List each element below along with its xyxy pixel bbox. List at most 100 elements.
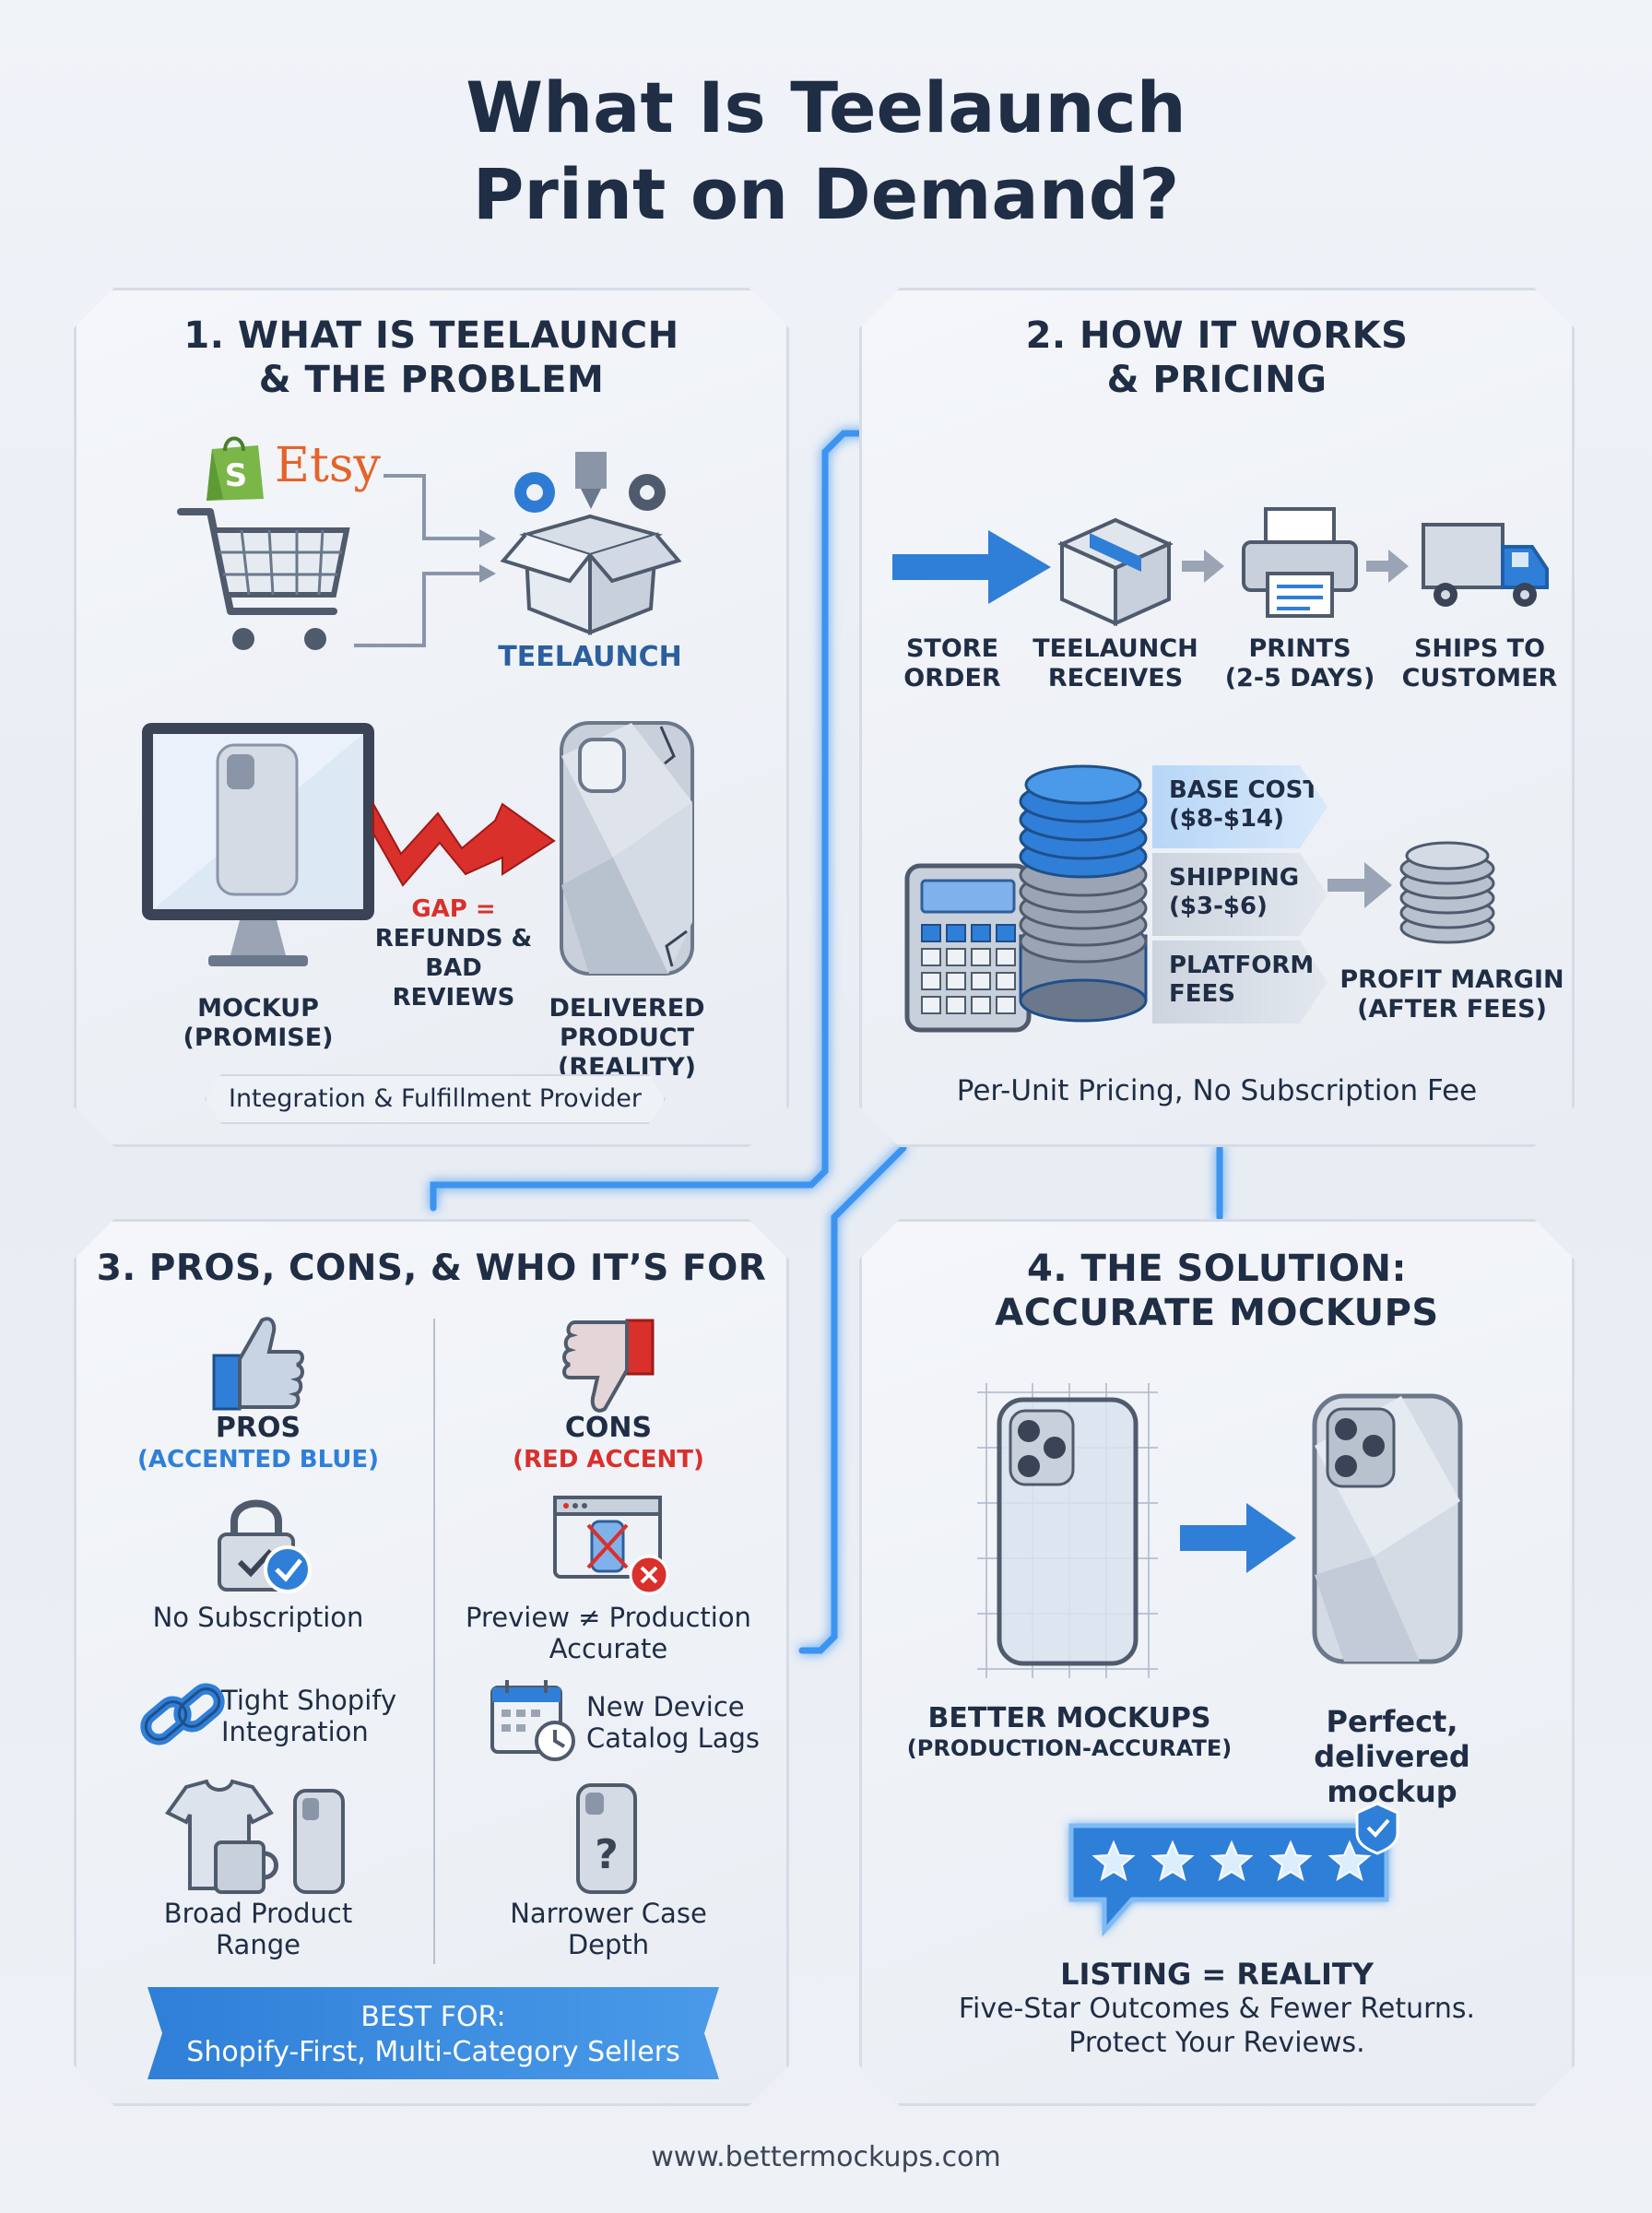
tshirt-mug-phone-icon — [165, 1779, 345, 1894]
small-arrow-2 — [1366, 550, 1409, 583]
panel-pros-cons — [74, 1219, 789, 2106]
best-for-banner: BEST FOR: Shopify-First, Multi-Category … — [148, 1987, 719, 2079]
panel4-title-line2: ACCURATE MOCKUPS — [995, 1292, 1439, 1334]
con3-line1: Narrower Case — [510, 1898, 707, 1929]
cracked-phone-case-icon — [560, 721, 694, 976]
pro2-line2: Integration — [221, 1716, 369, 1747]
profit-coins-icon — [1399, 841, 1495, 944]
step1-line2: ORDER — [903, 664, 1001, 692]
pros-heading: PROS (ACCENTED BLUE) — [111, 1413, 406, 1475]
svg-text:?: ? — [595, 1831, 619, 1878]
monitor-mockup-icon — [142, 723, 374, 966]
gap-zigzag-arrow — [372, 800, 556, 887]
profit-line1: PROFIT MARGIN — [1339, 965, 1564, 994]
step-prints: PRINTS (2-5 DAYS) — [1217, 634, 1383, 693]
pro3-line1: Broad Product — [163, 1898, 353, 1929]
integration-provider-pill: Integration & Fulfillment Provider — [205, 1074, 666, 1124]
delivered-line1: DELIVERED PRODUCT — [549, 994, 705, 1052]
calendar-clock-icon — [490, 1680, 575, 1761]
listing-line1: Five-Star Outcomes & Fewer Returns. — [958, 1993, 1476, 2025]
step-teelaunch-receives: TEELAUNCH RECEIVES — [1028, 634, 1203, 693]
con2-line2: Catalog Lags — [586, 1722, 761, 1754]
mockup-line1: MOCKUP — [197, 994, 319, 1023]
chain-link-icon — [140, 1683, 225, 1746]
step-ships: SHIPS TO CUSTOMER — [1392, 634, 1567, 693]
platform-line1: PLATFORM — [1169, 952, 1315, 979]
delivery-truck-icon — [1422, 523, 1549, 607]
cons-title: CONS — [564, 1412, 653, 1444]
coin-stack-icon — [1019, 764, 1148, 1023]
gap-line3: BAD REVIEWS — [392, 954, 515, 1012]
perfect-line1: Perfect, delivered — [1314, 1704, 1470, 1774]
step-store-order: STORE ORDER — [883, 634, 1021, 693]
panel4-title-line1: 4. THE SOLUTION: — [1027, 1248, 1407, 1290]
cons-heading: CONS (RED ACCENT) — [461, 1413, 756, 1475]
mockup-line2: (PROMISE) — [183, 1024, 334, 1052]
panel1-title-line1: 1. WHAT IS TEELAUNCH — [183, 314, 679, 357]
delivered-label: DELIVERED PRODUCT (REALITY) — [479, 994, 774, 1083]
mockup-label: MOCKUP (PROMISE) — [138, 994, 378, 1053]
panel2-title: 2. HOW IT WORKS & PRICING — [859, 314, 1575, 402]
footer-url[interactable]: www.bettermockups.com — [651, 2141, 1001, 2173]
perfect-mockup-label: Perfect, delivered mockup — [1249, 1704, 1535, 1809]
five-star-rating-badge — [1068, 1802, 1399, 1937]
cons-subtitle: (RED ACCENT) — [513, 1446, 704, 1473]
con-preview-production: Preview ≠ Production Accurate — [452, 1602, 765, 1664]
printer-icon — [1242, 507, 1358, 618]
panel3-title: 3. PROS, CONS, & WHO IT’S FOR — [96, 1248, 767, 1289]
step1-line1: STORE — [905, 634, 999, 663]
panel2-title-line2: & PRICING — [1106, 359, 1328, 401]
pro3-line2: Range — [216, 1929, 301, 1960]
con-catalog-lags: New Device Catalog Lags — [586, 1691, 789, 1754]
calculator-icon — [904, 863, 1032, 1033]
step2-line1: TEELAUNCH — [1032, 634, 1198, 663]
padlock-check-icon — [218, 1499, 312, 1593]
teelaunch-box-gears-icon — [500, 452, 682, 635]
step4-line1: SHIPS TO — [1413, 634, 1546, 663]
step4-line2: CUSTOMER — [1401, 664, 1558, 692]
base-cost-line1: BASE COST — [1169, 776, 1320, 804]
page-title: What Is Teelaunch Print on Demand? — [0, 65, 1652, 238]
flow-arrows-to-teelaunch — [354, 474, 496, 647]
page-title-line2: Print on Demand? — [472, 153, 1180, 235]
pros-title: PROS — [215, 1412, 301, 1444]
shipping-line2: ($3-$6) — [1169, 893, 1268, 920]
pro-no-subscription: No Subscription — [152, 1602, 364, 1633]
step3-line2: (2-5 DAYS) — [1224, 664, 1375, 692]
con3-line2: Depth — [567, 1929, 650, 1960]
profit-margin-label: PROFIT MARGIN (AFTER FEES) — [1337, 965, 1567, 1024]
page-title-line1: What Is Teelaunch — [466, 66, 1186, 148]
perfect-line2: mockup — [1327, 1774, 1457, 1809]
etsy-logo: Etsy — [275, 438, 381, 493]
teelaunch-label: TEELAUNCH — [498, 641, 682, 673]
small-arrow-1 — [1182, 550, 1224, 583]
con1-line2: Accurate — [549, 1633, 668, 1664]
panel2-title-line1: 2. HOW IT WORKS — [1025, 314, 1409, 357]
profit-line2: (AFTER FEES) — [1357, 995, 1547, 1024]
panel1-title: 1. WHAT IS TEELAUNCH & THE PROBLEM — [74, 314, 789, 402]
perfect-phone-icon — [1312, 1393, 1463, 1664]
better-mockups-label: BETTER MOCKUPS (PRODUCTION-ACCURATE) — [885, 1704, 1254, 1763]
better-line1: BETTER MOCKUPS — [927, 1702, 1211, 1734]
best-for-line2: Shopify-First, Multi-Category Sellers — [186, 2036, 680, 2068]
solution-arrow — [1180, 1503, 1296, 1573]
gap-line1: GAP = — [411, 895, 496, 923]
con1-line1: Preview ≠ Production — [466, 1602, 751, 1633]
listing-reality-title: LISTING = REALITY — [1060, 1957, 1374, 1992]
cost-tag-shipping: SHIPPING ($3-$6) — [1152, 853, 1328, 936]
best-for-line1: BEST FOR: — [360, 2001, 506, 2033]
package-box-icon — [1057, 517, 1174, 627]
shopping-cart-icon — [177, 508, 350, 650]
base-cost-line2: ($8-$14) — [1169, 805, 1285, 833]
cost-tag-base: BASE COST ($8-$14) — [1152, 765, 1328, 848]
shipping-line1: SHIPPING — [1169, 864, 1300, 892]
gap-line2: REFUNDS & — [374, 925, 533, 953]
listing-reality-text: Five-Star Outcomes & Fewer Returns. Prot… — [859, 1992, 1575, 2060]
profit-arrow — [1328, 862, 1392, 908]
better-line2: (PRODUCTION-ACCURATE) — [906, 1735, 1233, 1761]
panel-solution — [859, 1219, 1575, 2106]
svg-text:S: S — [225, 457, 248, 494]
con2-line1: New Device — [586, 1691, 745, 1722]
panel4-title: 4. THE SOLUTION: ACCURATE MOCKUPS — [859, 1247, 1575, 1335]
thumbs-down-icon — [562, 1319, 655, 1413]
